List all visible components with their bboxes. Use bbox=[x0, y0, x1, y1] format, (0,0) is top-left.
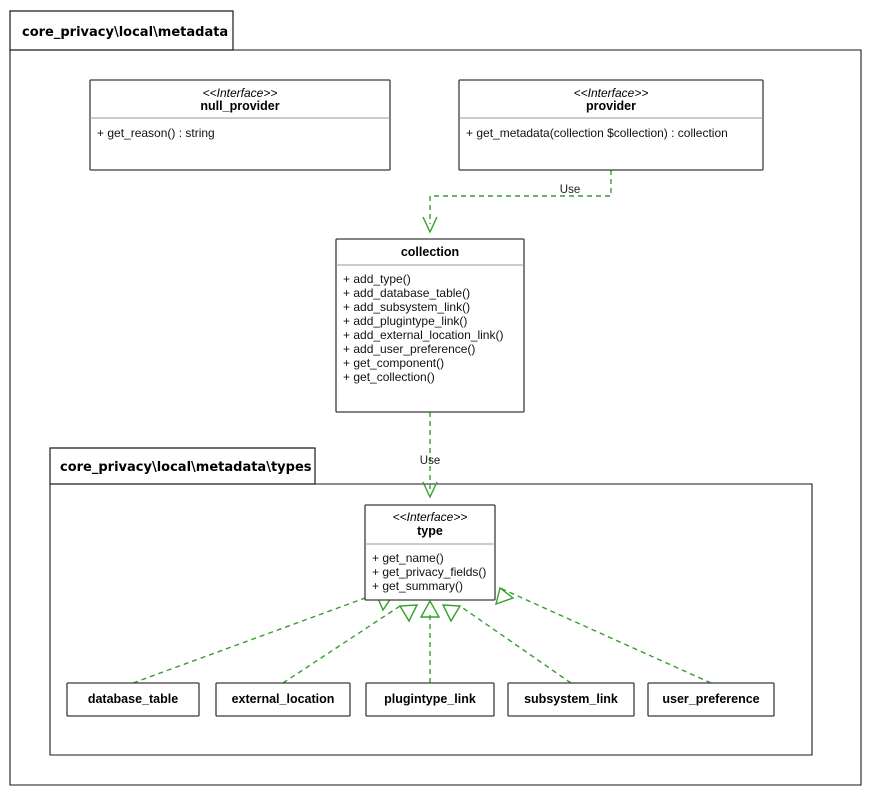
class-type-name: type bbox=[417, 524, 443, 538]
class-null-provider-box bbox=[89, 79, 391, 171]
class-collection[interactable]: collection + add_type() + add_database_t… bbox=[335, 238, 525, 413]
class-external-location[interactable]: external_location bbox=[215, 682, 351, 717]
class-provider-name: provider bbox=[586, 99, 636, 113]
class-null-provider-name: null_provider bbox=[200, 99, 279, 113]
class-collection-member: + add_user_preference() bbox=[343, 342, 475, 356]
class-user-preference-box bbox=[647, 682, 775, 717]
class-plugintype-link-box bbox=[365, 682, 495, 717]
class-database-table[interactable]: database_table bbox=[66, 682, 200, 717]
class-type-member: + get_summary() bbox=[372, 579, 463, 593]
class-type-member: + get_privacy_fields() bbox=[372, 565, 486, 579]
class-collection-member: + add_type() bbox=[343, 272, 411, 286]
class-null-provider-member: + get_reason() : string bbox=[97, 126, 215, 140]
class-user-preference-name: user_preference bbox=[662, 692, 759, 706]
package-outer-tab bbox=[9, 10, 234, 51]
class-provider-box bbox=[458, 79, 764, 171]
relation-subsystem-link-realizes-type[interactable] bbox=[441, 604, 572, 684]
hollow-triangle-arrowhead-icon bbox=[441, 604, 462, 623]
package-types-label: core_privacy\local\metadata\types bbox=[60, 460, 312, 475]
class-subsystem-link[interactable]: subsystem_link bbox=[507, 682, 635, 717]
relation-plugintype-link-realizes-type[interactable] bbox=[419, 599, 441, 683]
class-collection-member: + get_component() bbox=[343, 356, 444, 370]
package-types-tab bbox=[49, 447, 316, 485]
relation-provider-uses-collection[interactable]: Use bbox=[422, 170, 612, 234]
class-subsystem-link-name: subsystem_link bbox=[524, 692, 618, 706]
relation-user-preference-realizes-type[interactable] bbox=[495, 586, 712, 684]
class-collection-member: + get_collection() bbox=[343, 370, 435, 384]
class-type-stereotype: <<Interface>> bbox=[393, 510, 468, 524]
relation-subsystem-link-line bbox=[459, 605, 572, 684]
class-provider[interactable]: <<Interface>> provider + get_metadata(co… bbox=[458, 79, 764, 171]
relation-user-preference-line bbox=[499, 587, 712, 684]
class-type-box bbox=[364, 504, 496, 601]
relation-external-location-realizes-type[interactable] bbox=[282, 604, 419, 684]
class-collection-member: + add_database_table() bbox=[343, 286, 470, 300]
class-collection-member: + add_external_location_link() bbox=[343, 328, 503, 342]
open-arrowhead-icon bbox=[422, 481, 438, 499]
hollow-triangle-arrowhead-icon bbox=[398, 604, 419, 623]
relation-provider-collection-label: Use bbox=[560, 184, 580, 196]
relation-database-table-line bbox=[132, 593, 377, 684]
class-type[interactable]: <<Interface>> type + get_name() + get_pr… bbox=[364, 504, 496, 601]
relation-collection-type-label: Use bbox=[420, 455, 440, 467]
relation-collection-uses-type[interactable]: Use bbox=[420, 412, 440, 499]
relation-provider-collection-line bbox=[429, 170, 612, 224]
class-collection-member: + add_subsystem_link() bbox=[343, 300, 470, 314]
open-arrowhead-icon bbox=[422, 216, 438, 234]
class-database-table-name: database_table bbox=[88, 692, 178, 706]
class-external-location-box bbox=[215, 682, 351, 717]
class-database-table-box bbox=[66, 682, 200, 717]
hollow-triangle-arrowhead-icon bbox=[495, 586, 515, 606]
class-null-provider-stereotype: <<Interface>> bbox=[203, 86, 278, 100]
package-outer-label: core_privacy\local\metadata bbox=[22, 25, 228, 40]
class-collection-box bbox=[335, 238, 525, 413]
class-plugintype-link-name: plugintype_link bbox=[384, 692, 476, 706]
hollow-triangle-arrowhead-icon bbox=[419, 599, 441, 618]
class-null-provider[interactable]: <<Interface>> null_provider + get_reason… bbox=[89, 79, 391, 171]
class-type-member: + get_name() bbox=[372, 551, 444, 565]
class-collection-member: + add_plugintype_link() bbox=[343, 314, 467, 328]
class-external-location-name: external_location bbox=[232, 692, 335, 706]
class-subsystem-link-box bbox=[507, 682, 635, 717]
class-provider-stereotype: <<Interface>> bbox=[574, 86, 649, 100]
class-provider-member: + get_metadata(collection $collection) :… bbox=[466, 126, 728, 140]
class-plugintype-link[interactable]: plugintype_link bbox=[365, 682, 495, 717]
class-user-preference[interactable]: user_preference bbox=[647, 682, 775, 717]
class-collection-name: collection bbox=[401, 245, 459, 259]
